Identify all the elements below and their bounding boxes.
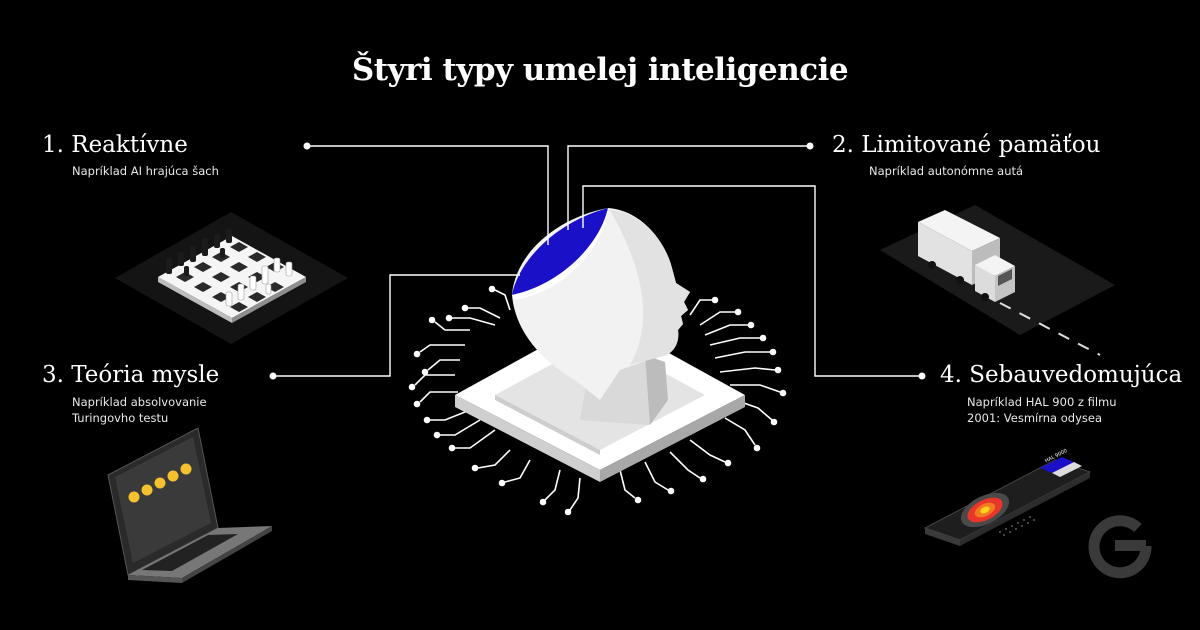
type-3-example: Napríklad absolvovanie Turingovho testu bbox=[72, 394, 207, 426]
chess-board-icon bbox=[115, 212, 348, 344]
truck-icon bbox=[880, 205, 1115, 356]
connector-dot-2 bbox=[806, 142, 814, 150]
type-4-example-line-2: 2001: Vesmírna odysea bbox=[967, 411, 1103, 425]
type-3-example-line-2: Turingovho testu bbox=[72, 411, 169, 425]
type-1-heading: 1. Reaktívne bbox=[42, 132, 188, 158]
emoji-row bbox=[128, 463, 192, 503]
page-title: Štyri typy umelej inteligencie bbox=[351, 52, 849, 88]
laptop-emoji-icon bbox=[107, 427, 272, 583]
type-2-example: Napríklad autonómne autá bbox=[869, 164, 1024, 178]
connector-dot-1 bbox=[303, 142, 311, 150]
connector-lines bbox=[273, 145, 922, 377]
type-4-example: Napríklad HAL 900 z filmu 2001: Vesmírna… bbox=[967, 394, 1117, 426]
circuit-traces bbox=[408, 285, 787, 516]
hal9000-icon bbox=[923, 457, 1092, 546]
type-4-heading: 4. Sebauvedomujúca bbox=[940, 362, 1183, 388]
type-3-heading: 3. Teória mysle bbox=[42, 362, 220, 388]
type-3-example-line-1: Napríklad absolvovanie bbox=[72, 395, 207, 409]
ai-head-chip-icon bbox=[512, 208, 690, 425]
logo-g-icon bbox=[1088, 515, 1152, 579]
type-4-example-line-1: Napríklad HAL 900 z filmu bbox=[967, 395, 1117, 409]
type-1-example: Napríklad AI hrajúca šach bbox=[72, 164, 219, 178]
connector-dot-4 bbox=[918, 372, 926, 380]
connector-dot-3 bbox=[269, 372, 277, 380]
type-2-heading: 2. Limitované pamäťou bbox=[832, 132, 1101, 158]
